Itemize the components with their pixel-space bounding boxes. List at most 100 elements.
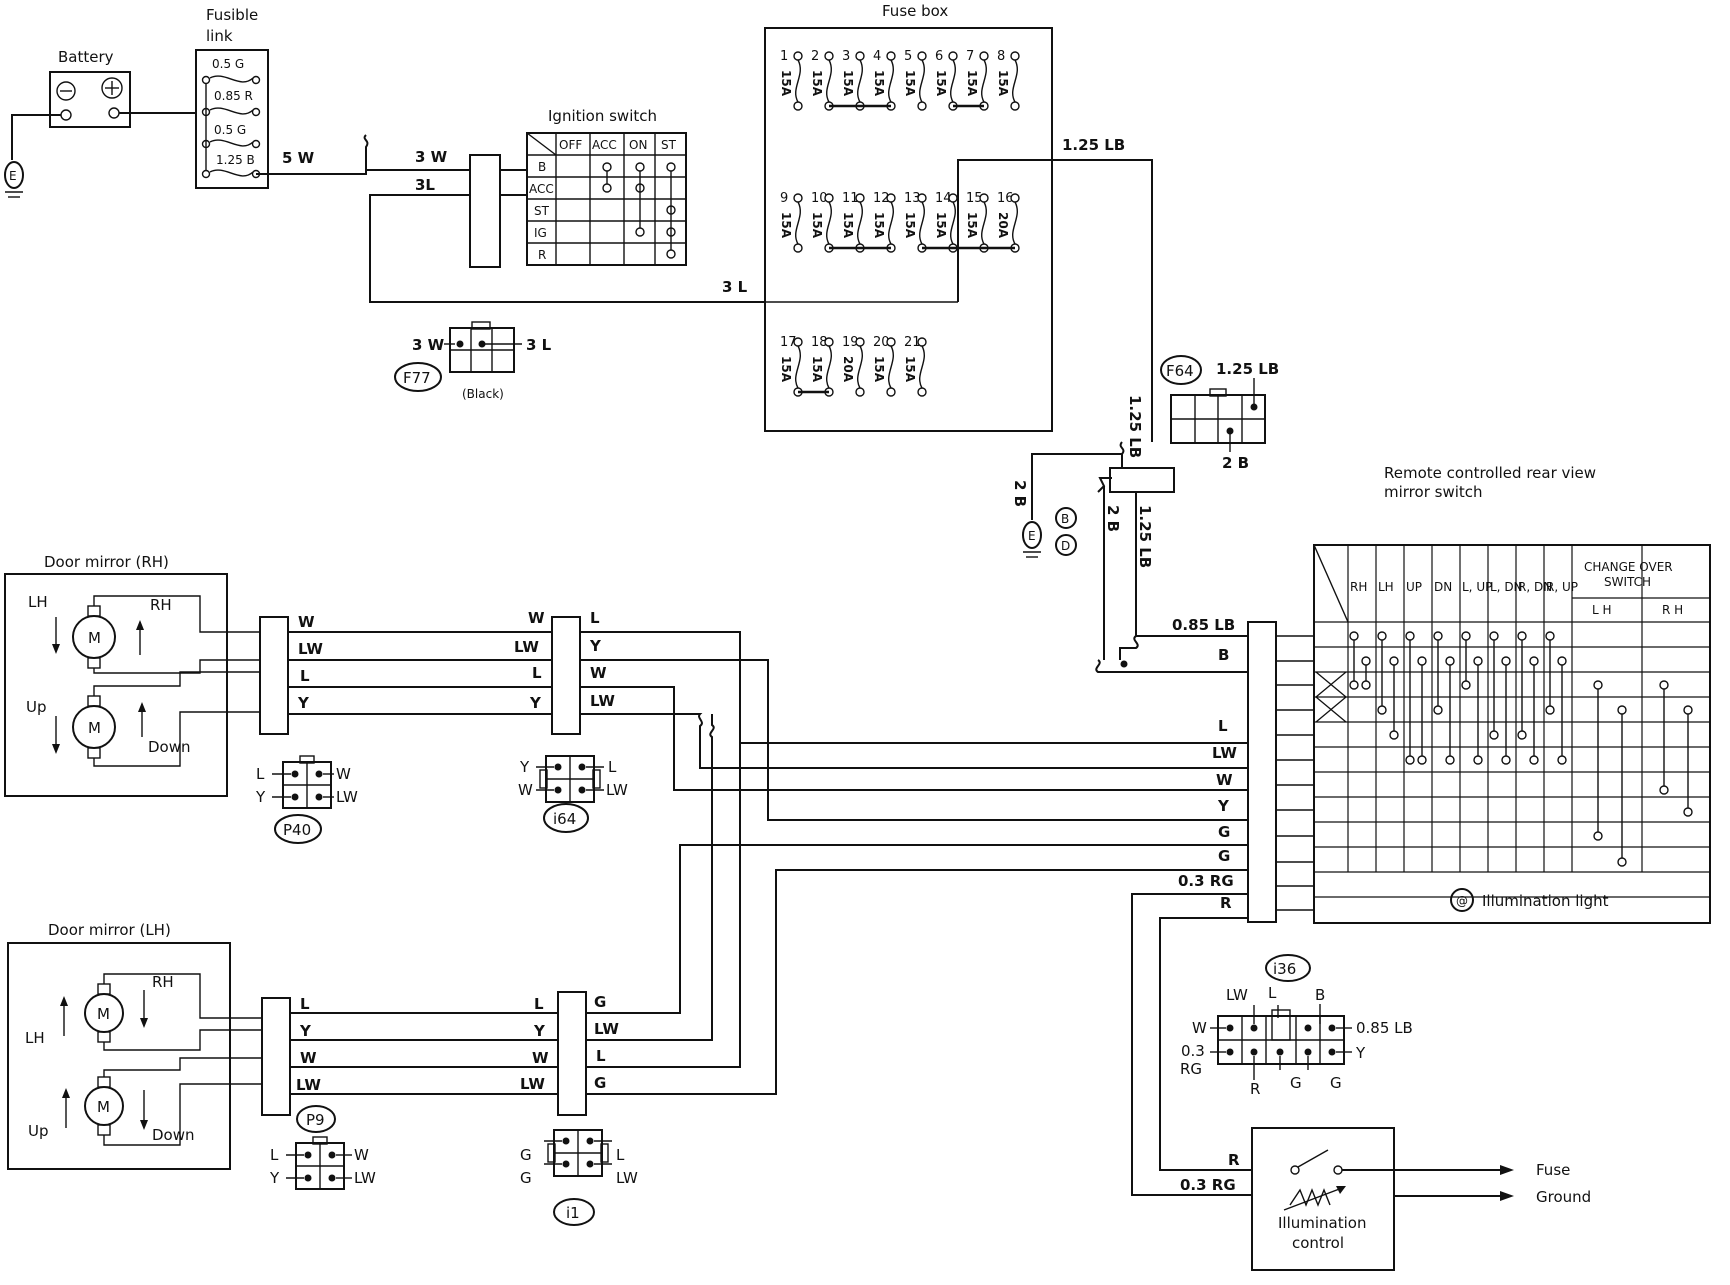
lh-out-w-1: G <box>594 993 606 1011</box>
rh-out-w-2: Y <box>589 637 602 655</box>
wire-lb-split <box>1119 441 1125 468</box>
wire-2b-ground <box>1031 453 1122 520</box>
lh-up-label: Up <box>28 1122 49 1140</box>
fuse-element <box>857 59 863 103</box>
fuse-element <box>981 201 987 245</box>
fuse-number: 9 <box>780 191 788 206</box>
illum-wire-03rg-label: 0.3 RG <box>1180 1176 1236 1194</box>
switch-contact <box>1473 755 1483 765</box>
fuse-rating: 20A <box>996 212 1010 239</box>
arrow-fuse-icon <box>1500 1165 1514 1175</box>
switch-contact <box>1617 705 1627 715</box>
f77-left-label: 3 W <box>412 336 445 354</box>
lh-harness <box>290 1012 558 1095</box>
fuse-terminal <box>917 51 927 61</box>
fuse-terminal <box>824 193 834 203</box>
change-over-lh: L H <box>1592 603 1612 617</box>
sw-wire-r: R <box>1220 894 1232 912</box>
i1-tr: L <box>616 1146 625 1164</box>
p40-badge <box>274 814 322 844</box>
p40-tr: W <box>336 765 351 783</box>
fuse-element <box>888 345 894 389</box>
illumination-light-symbol: @ <box>1456 894 1468 908</box>
fuse-element <box>826 59 832 103</box>
illumination-control-label-1: Illumination <box>1278 1214 1366 1232</box>
connector-i1-block <box>557 991 587 1116</box>
fuse-number: 10 <box>811 191 828 206</box>
ignition-switch-table <box>526 132 687 266</box>
lh-right-w-4: LW <box>520 1075 545 1093</box>
rh-harness <box>288 631 552 715</box>
door-mirror-lh <box>7 942 231 1170</box>
fuse-terminal <box>886 337 896 347</box>
fuse-label: Fuse <box>1536 1161 1570 1179</box>
fuse-number: 21 <box>904 335 921 350</box>
sw-col-dn: DN <box>1434 580 1452 594</box>
ground-label-text: Ground <box>1536 1188 1591 1206</box>
sw-wire-y: Y <box>1217 797 1230 815</box>
fuse-rating: 15A <box>872 70 886 97</box>
rh-out-w-4: LW <box>590 692 615 710</box>
fusible-link <box>195 49 269 189</box>
rh-lh-label: LH <box>28 593 48 611</box>
switch-contact <box>1445 656 1455 666</box>
f77-right-label: 3 L <box>526 336 552 354</box>
change-over-label-2: SWITCH <box>1604 575 1651 589</box>
f64-id: F64 <box>1166 362 1194 380</box>
i64-br: LW <box>606 781 628 799</box>
i1-id: i1 <box>566 1204 580 1222</box>
ign-row-b: B <box>538 160 546 174</box>
p9-br: LW <box>354 1169 376 1187</box>
body-ground-b <box>1055 507 1077 529</box>
switch-contact <box>1461 631 1471 641</box>
fl-rating-1: 0.5 G <box>212 57 244 71</box>
off-mark <box>1315 671 1347 723</box>
fuse-terminal <box>793 193 803 203</box>
i36-y: Y <box>1355 1044 1366 1062</box>
sw-col-lup: L, UP <box>1462 580 1492 594</box>
door-mirror-rh-label: Door mirror (RH) <box>44 553 169 571</box>
sw-col-ldn: L, DN <box>1490 580 1523 594</box>
switch-contact <box>1489 730 1499 740</box>
wire-125lb-label: 1.25 LB <box>1062 136 1125 154</box>
fuse-rating: 20A <box>841 356 855 383</box>
f64-badge <box>1160 355 1202 385</box>
connector-i36 <box>1210 1004 1352 1080</box>
wire-125lb-main <box>957 159 1153 442</box>
fuse-rating: 15A <box>872 212 886 239</box>
lh-motor-2-label: M <box>97 1098 110 1116</box>
sw-col-up: UP <box>1406 580 1422 594</box>
fuse-rating: 15A <box>903 356 917 383</box>
fuse-terminal <box>886 387 896 397</box>
wire-lh-g1 <box>586 844 1248 1014</box>
mirror-switch-grid <box>1276 544 1711 924</box>
fuse-number: 17 <box>780 335 797 350</box>
switch-contact <box>1517 631 1527 641</box>
change-over-rh: R H <box>1662 603 1683 617</box>
fuse-rating: 15A <box>903 212 917 239</box>
switch-contact <box>1545 631 1555 641</box>
fuse-box <box>764 27 1053 432</box>
fuse-element <box>950 59 956 103</box>
i64-tl: Y <box>519 758 530 776</box>
p40-br: LW <box>336 788 358 806</box>
sw-col-rh: RH <box>1350 580 1367 594</box>
wire-2b-b <box>1097 477 1112 660</box>
switch-contact <box>1529 656 1539 666</box>
fuse-terminal <box>886 193 896 203</box>
rh-left-w-4: Y <box>297 694 310 712</box>
ground-2-label: E <box>1028 529 1036 543</box>
sw-wire-03rg: 0.3 RG <box>1178 872 1234 890</box>
lh-right-w-2: Y <box>533 1022 546 1040</box>
fuse-element <box>795 345 801 389</box>
switch-contact <box>1557 656 1567 666</box>
fuse-element <box>795 59 801 103</box>
switch-contact <box>1473 656 1483 666</box>
wire-lb-bend <box>1119 635 1139 660</box>
switch-contact <box>1683 807 1693 817</box>
rh-right-w-1: W <box>528 609 545 627</box>
ign-col-off: OFF <box>559 138 582 152</box>
illumination-switch <box>1283 1149 1346 1211</box>
p40-bl: Y <box>255 788 266 806</box>
